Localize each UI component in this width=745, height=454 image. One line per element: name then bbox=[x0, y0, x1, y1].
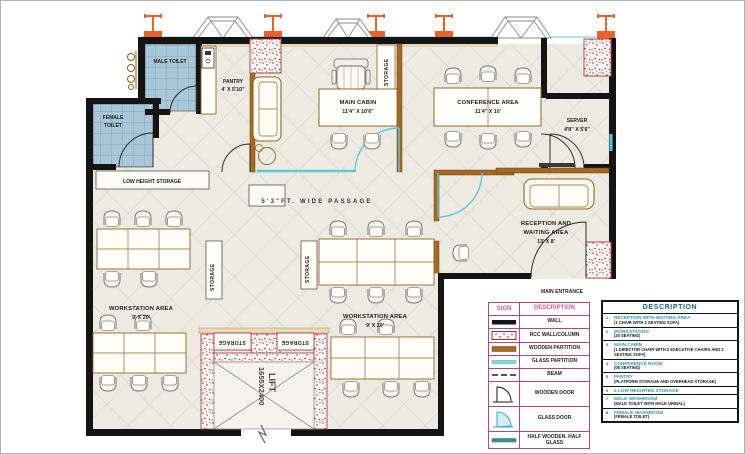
low-height-storage-label: LOW HEIGHT STORAGE bbox=[123, 179, 182, 185]
door-male-toilet bbox=[169, 85, 198, 114]
wall-swatch bbox=[489, 315, 520, 328]
walls bbox=[86, 37, 616, 436]
legend-row-half-wood-glass: HALF WOODEN. HALF GLASS bbox=[489, 430, 589, 448]
ws-right-size-label: 9' X 20' bbox=[366, 323, 384, 329]
door-main-entrance bbox=[530, 221, 587, 278]
stool bbox=[258, 147, 276, 165]
reception-label-2: WAITING AREA bbox=[523, 230, 569, 236]
female-toilet-label-2: TOILET bbox=[104, 123, 122, 129]
legend-description-table: DESCRIPTION 1 RECEPTION WITH WAITING ARE… bbox=[601, 300, 739, 424]
legend-signs-header: SIGN DESCRIPTION bbox=[489, 303, 589, 315]
reception-size-label: 13' X 8' bbox=[537, 239, 555, 245]
director-chair bbox=[331, 58, 371, 90]
legend-description-header: DESCRIPTION bbox=[603, 302, 737, 314]
bay-windows bbox=[192, 16, 552, 39]
wooden-door-symbol bbox=[489, 381, 520, 406]
glass-door-conference bbox=[437, 172, 483, 218]
half-wood-glass-swatch bbox=[489, 431, 520, 448]
desc-row-female-washroom: 8 FEMALE WASHROOM(FEMALE TOILET) bbox=[606, 409, 664, 420]
legend-row-wooden-door: WOODEN DOOR bbox=[489, 380, 589, 406]
reception-label-1: RECEPTION AND bbox=[521, 221, 571, 227]
lift-size-label: 1655X2400 bbox=[257, 367, 266, 405]
legend-row-wall: WALL bbox=[489, 314, 589, 328]
female-toilet-room: FEMALE TOILET bbox=[92, 103, 154, 168]
cabin-sofa bbox=[252, 76, 282, 142]
desc-row-pantry: 5 PANTRY(PLATFORM STORAGE AND OVERHEAD S… bbox=[603, 373, 737, 387]
glass-swatch bbox=[489, 355, 520, 368]
rcc-swatch bbox=[489, 328, 520, 342]
legend-row-wooden-partition: WOODEN PARTITION bbox=[489, 341, 589, 355]
legend-signs-table: SIGN DESCRIPTION WALL RCC WALL/COLUMN WO… bbox=[488, 302, 590, 449]
server-size-label: 4'8" X 5'6" bbox=[564, 127, 590, 133]
workstation-area-right: STORAGE WORKSTATION AREA 9' X 20' bbox=[300, 220, 435, 398]
legend-header-sign: SIGN bbox=[489, 303, 520, 315]
door-reception bbox=[540, 133, 576, 169]
low-height-storage bbox=[95, 170, 210, 190]
conference-room: CONFERENCE AREA 11'4" X 10' bbox=[433, 65, 542, 150]
pantry-room: PANTRY 4' X 5'10" bbox=[200, 45, 245, 115]
ws-right-storage-label: STORAGE bbox=[305, 255, 311, 283]
desc-row-low-storage: 6 2 LOW HEIGHTED STORAGE bbox=[603, 387, 737, 396]
lift-block: STORAGE STORAGE LIFT 1655X2400 bbox=[198, 327, 330, 444]
workstation-area-left: STORAGE WORKSTATION AREA 9' X 20' bbox=[92, 210, 223, 392]
ws-left-size-label: 9' X 20' bbox=[132, 315, 150, 321]
ws-left-storage-label: STORAGE bbox=[210, 263, 216, 291]
legend-row-glass-partition: GLASS PARTITION bbox=[489, 354, 589, 368]
passage-label: 5'3"FT. WIDE PASSAGE bbox=[261, 199, 372, 205]
reception-sofa bbox=[523, 178, 595, 210]
door-female-toilet bbox=[118, 132, 154, 168]
main-cabin-label: MAIN CABIN bbox=[340, 100, 377, 106]
reception-counter bbox=[539, 163, 575, 167]
conference-label: CONFERENCE AREA bbox=[457, 100, 519, 106]
ws-right-label: WORKSTATION AREA bbox=[343, 314, 408, 320]
legend-row-beam: BEAM bbox=[489, 367, 589, 381]
desc-row-workstation: 2 WORKSTATION(20 SEATING) bbox=[603, 328, 737, 342]
lift-label: LIFT bbox=[267, 373, 277, 392]
main-cabin-room: STORAGE MAIN CABIN 11'4" X 10'6" bbox=[252, 44, 398, 165]
desc-row-reception: 1 RECEPTION WITH WAITING AREA(1 CHAIR WI… bbox=[603, 314, 737, 328]
cabin-desk bbox=[318, 88, 398, 127]
wall-planter bbox=[127, 51, 137, 90]
server-label: SERVER bbox=[567, 118, 588, 124]
ws-left-label: WORKSTATION AREA bbox=[109, 306, 174, 312]
low-cabinet bbox=[248, 184, 286, 207]
main-entrance-label: MAIN ENTRANCE bbox=[541, 289, 584, 295]
female-toilet-label-1: FEMALE bbox=[103, 115, 124, 121]
desc-row-conference: 4 CONFERENCE ROOM(08 SEATING) bbox=[603, 360, 737, 374]
conference-table bbox=[433, 87, 542, 127]
door-pantry bbox=[221, 143, 251, 173]
wood-swatch bbox=[489, 342, 520, 355]
legend-row-rcc: RCC WALL/COLUMN bbox=[489, 327, 589, 342]
desc-row-male-washroom: 7 MALE WASHROOM(MALE TOILET WITH MALE UR… bbox=[603, 395, 737, 409]
cabin-storage-label: STORAGE bbox=[384, 58, 390, 86]
desc-row-main-cabin: 3 MAIN CABIN(1 DIRECTOR CHAIR WITH 2 EXE… bbox=[603, 341, 737, 360]
lift-storage-right bbox=[276, 332, 315, 351]
door-server bbox=[549, 133, 585, 169]
reception-chair bbox=[452, 244, 469, 262]
glass-elements bbox=[257, 127, 613, 218]
wooden-doors bbox=[118, 85, 587, 278]
lift-storage-left-label: STORAGE bbox=[218, 339, 246, 345]
top-facade bbox=[141, 14, 615, 39]
rcc-columns bbox=[249, 38, 612, 279]
conference-size-label: 11'4" X 10' bbox=[475, 109, 501, 115]
legend-row-glass-door: GLASS DOOR bbox=[489, 405, 589, 431]
main-cabin-size-label: 11'4" X 10'6" bbox=[342, 109, 374, 115]
glass-door-symbol bbox=[489, 406, 520, 431]
break-symbol bbox=[257, 424, 268, 444]
beam-swatch bbox=[489, 368, 520, 381]
male-toilet-label: MALE TOILET bbox=[153, 59, 186, 65]
passage: LOW HEIGHT STORAGE 5'3"FT. WIDE PASSAGE bbox=[95, 170, 372, 207]
lift-storage-left bbox=[213, 332, 252, 351]
reception-room: RECEPTION AND WAITING AREA 13' X 8' bbox=[452, 178, 595, 262]
pantry-size-label: 4' X 5'10" bbox=[221, 87, 245, 93]
server-room: SERVER 4'8" X 5'6" bbox=[564, 118, 590, 133]
lift-storage-right-label: STORAGE bbox=[281, 339, 309, 345]
legend-header-description: DESCRIPTION bbox=[533, 305, 575, 311]
pantry-label: PANTRY bbox=[223, 79, 244, 85]
